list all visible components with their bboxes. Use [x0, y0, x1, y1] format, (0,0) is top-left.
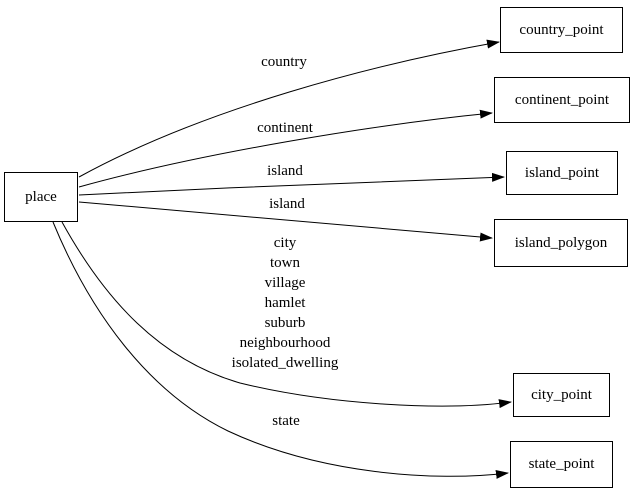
- edge-label-state: state: [272, 413, 300, 429]
- edge-place-island_point: [78, 172, 505, 196]
- node-country_point-label: country_point: [519, 21, 604, 38]
- node-place-label: place: [25, 188, 57, 205]
- node-continent_point: continent_point: [494, 77, 630, 123]
- edge-label-line-village: village: [264, 275, 306, 291]
- edge-label-island-polygon: island: [269, 196, 305, 212]
- edge-label-line-city: city: [273, 235, 297, 251]
- edge-label-country: country: [261, 54, 307, 70]
- node-island_polygon: island_polygon: [494, 219, 628, 267]
- edge-label-line-suburb: suburb: [264, 315, 306, 331]
- edge-place-state_point: [52, 221, 509, 479]
- edge-label-city-types: city town village hamlet suburb neighbou…: [232, 233, 339, 373]
- node-island_point: island_point: [506, 151, 618, 195]
- edge-label-island-point: island: [267, 163, 303, 179]
- edge-label-continent: continent: [257, 120, 313, 136]
- edge-label-line-isolated_dwelling: isolated_dwelling: [231, 355, 339, 371]
- edge-label-line-neighbourhood: neighbourhood: [239, 335, 331, 351]
- edge-place-continent_point: [78, 109, 493, 188]
- node-continent_point-label: continent_point: [514, 91, 610, 108]
- edge-place-country_point: [78, 39, 500, 178]
- edge-label-line-hamlet: hamlet: [264, 295, 306, 311]
- node-country_point: country_point: [500, 7, 623, 53]
- node-island_point-label: island_point: [524, 164, 600, 181]
- node-state_point-label: state_point: [528, 456, 595, 472]
- node-island_polygon-label: island_polygon: [514, 234, 608, 251]
- node-city_point-label: city_point: [531, 386, 592, 403]
- node-place: place: [4, 172, 78, 222]
- node-state_point: state_point: [510, 441, 613, 488]
- edge-place-island_polygon: [78, 201, 493, 242]
- edge-place-city_point: [61, 221, 512, 409]
- edge-label-line-town: town: [270, 255, 300, 271]
- node-city_point: city_point: [513, 373, 610, 417]
